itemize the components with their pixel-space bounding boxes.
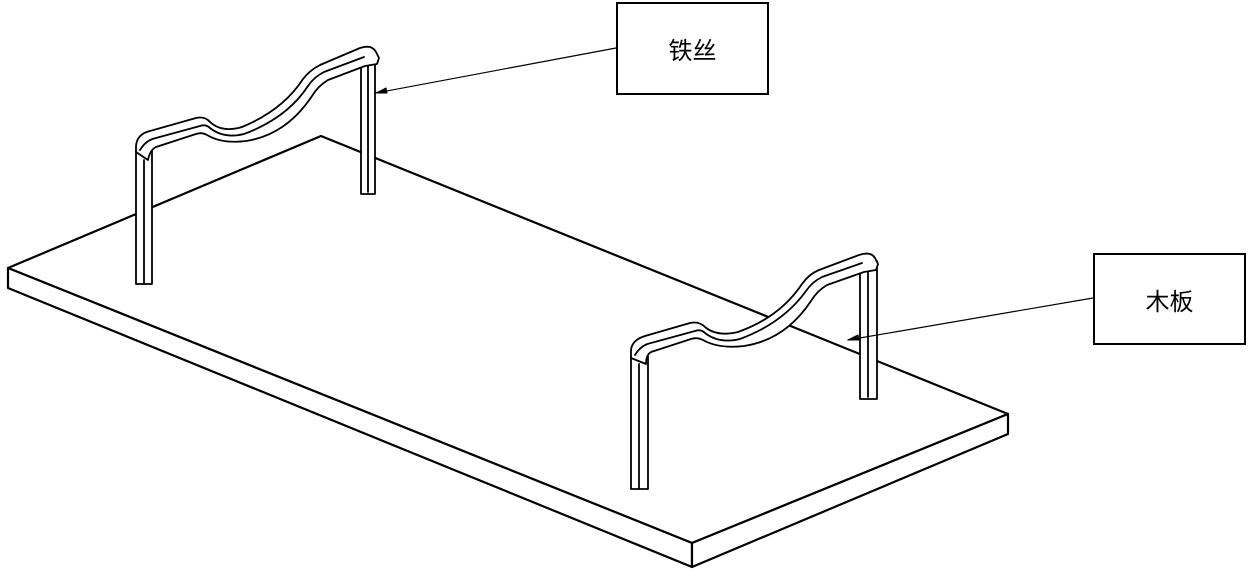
wire-bar [135,45,380,161]
wooden-board [6,134,1010,569]
leader-arrow-board [847,334,860,341]
label-text-wire: 铁丝 [668,37,717,65]
leader-arrow-wire [375,87,388,94]
wire-staple-right [630,252,879,490]
leader-line-board [847,297,1094,341]
leader-line-wire [375,47,617,94]
board-right-face [690,412,1010,569]
wire-staple-left [135,45,380,285]
label-text-board: 木板 [1145,287,1194,316]
label-box-board: 木板 [1093,253,1246,345]
label-box-wire: 铁丝 [616,2,769,95]
